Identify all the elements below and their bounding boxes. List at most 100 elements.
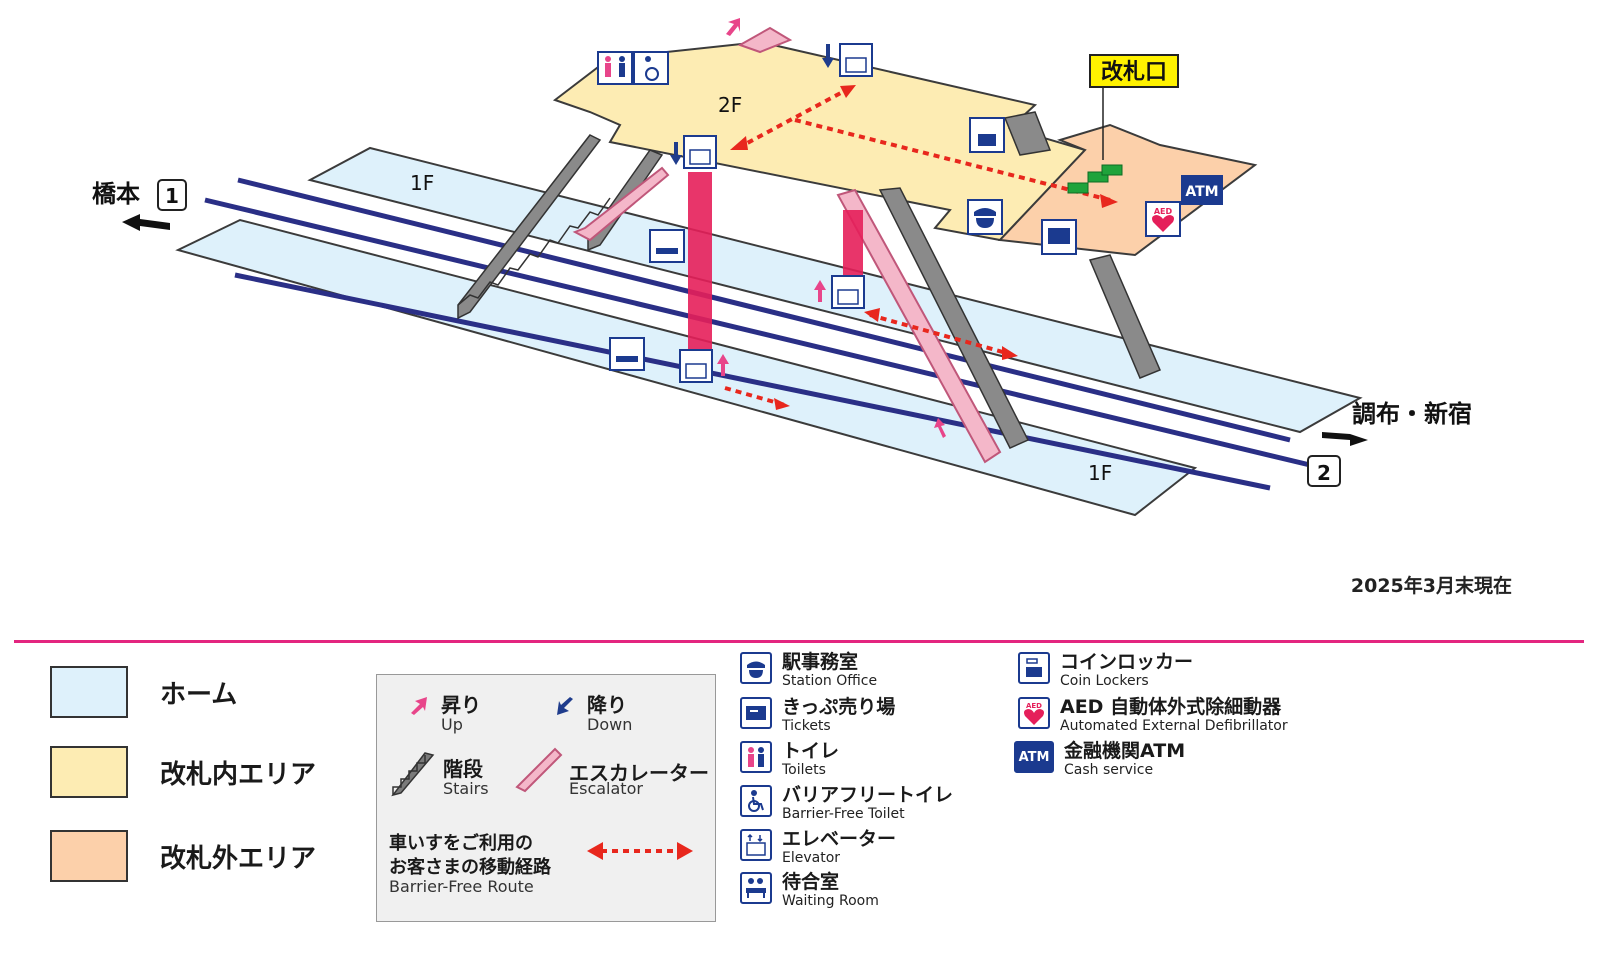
as-of-note: 2025年3月末現在 [1351,574,1512,597]
coin-locker-icon [1018,652,1050,684]
aed-en: Automated External Defibrillator [1060,718,1288,734]
ticket-gate-label: 改札口 [1101,59,1167,85]
barrier-free-route [724,86,1111,407]
waiting-room-icon-1 [649,229,685,263]
station-office-icon [967,199,1003,235]
station-office-en: Station Office [782,673,878,689]
stairs-upper-right [1003,111,1052,156]
direction-right-platform: 2 [1317,461,1331,485]
key-stairs-jp: 階段 [443,757,483,781]
coin-locker-icon [969,117,1005,153]
atm-icon: ATM [1014,741,1054,773]
area-legend-platform: ホーム [50,666,237,718]
barrier-free-toilet-icon [633,51,669,85]
route-arrow-icon [587,842,693,860]
tickets-jp: きっぷ売り場 [782,696,896,718]
key-route-en: Barrier-Free Route [389,877,534,896]
tickets-icon [1041,219,1077,255]
direction-left: 橋本 1 [92,179,187,231]
direction-left-arrow [122,214,170,231]
ticket-gate-callout: 改札口 [1089,54,1179,160]
elevator-icon-2f-center [683,135,717,169]
track-line-2 [204,197,1311,468]
inside-gate-swatch [50,746,128,798]
key-up-jp: 昇り [441,693,481,717]
aed-icon: AED [1145,201,1181,237]
inside-gate-label: 改札内エリア [160,759,317,790]
ticket-gates [1067,164,1123,194]
waiting-jp: 待合室 [782,871,840,893]
elevator-shaft-center [688,172,712,352]
atm-jp: 金融機関ATM [1064,740,1186,762]
key-route-jp-1: 車いすをご利用の [389,833,533,854]
elevator-icon-platform-2 [679,349,713,383]
svg-text:ATM: ATM [1185,184,1218,200]
station-map: 改札口 2F 1F 1F 橋本 1 調布・新宿 2 [92,18,1512,597]
aed-icon: AED [1018,697,1050,729]
route-arrowheads [730,85,1118,410]
wheelchair-icon [740,785,772,817]
stairs-outside [1088,254,1161,379]
down-arrow-icon [557,697,573,715]
outside-gate-label: 改札外エリア [160,843,317,874]
svg-text:AED: AED [1026,702,1042,710]
elevator-icon-platform-1 [831,275,865,309]
tickets-icon [740,697,772,729]
aed-jp: AED 自動体外式除細動器 [1060,696,1282,718]
elevator-en: Elevator [782,850,841,866]
toilets-en: Toilets [782,762,826,778]
stairs-right-long [878,187,1030,449]
key-down-jp: 降り [587,693,627,717]
key-route-jp-2: お客さまの移動経路 [389,857,551,878]
floor-2f-label: 2F [718,93,742,117]
waiting-room-icon-2 [609,337,645,371]
escalator-top [737,26,793,54]
waiting-en: Waiting Room [782,893,879,909]
area-legend-inside: 改札内エリア [50,746,316,798]
elevator-icon [740,829,772,861]
direction-right-name: 調布・新宿 [1352,400,1472,428]
station-office-icon [740,652,772,684]
stairs-icon [391,752,435,797]
direction-right-arrow [1322,432,1368,446]
key-escalator-en: Escalator [569,779,643,798]
direction-left-name: 橋本 [92,180,140,208]
up-arrow-icon [411,697,427,715]
bf-toilet-en: Barrier-Free Toilet [782,806,905,822]
down-arrows [670,44,834,165]
bf-toilet-jp: バリアフリートイレ [782,784,954,806]
waiting-room-icon [740,872,772,904]
elevator-shaft-right [843,210,863,280]
platform-swatch [50,666,128,718]
key-up-en: Up [441,715,463,734]
legend-separator [14,640,1584,643]
key-box: 昇り Up 降り Down 階段 Stairs エスカレーター Escalato… [376,674,716,922]
outside-gate-swatch [50,830,128,882]
atm-en: Cash service [1064,762,1154,778]
atm-icon: ATM [1181,175,1223,205]
direction-right: 調布・新宿 2 [1307,400,1472,487]
toilet-icon [597,51,633,85]
elevator-jp: エレベーター [782,828,897,850]
elevator-icon-2f-right [839,43,873,77]
lockers-jp: コインロッカー [1060,651,1194,673]
track-line-1 [237,177,1291,443]
direction-left-platform: 1 [165,184,179,208]
floor-1f-right-label: 1F [1088,461,1112,485]
stairs-left [457,134,611,320]
escalator-right [836,188,1002,464]
lockers-en: Coin Lockers [1060,673,1149,689]
platform-label: ホーム [160,679,238,710]
up-arrows [717,18,946,438]
track-line-3 [234,272,1271,491]
key-down-en: Down [587,715,633,734]
svg-text:AED: AED [1154,207,1173,216]
